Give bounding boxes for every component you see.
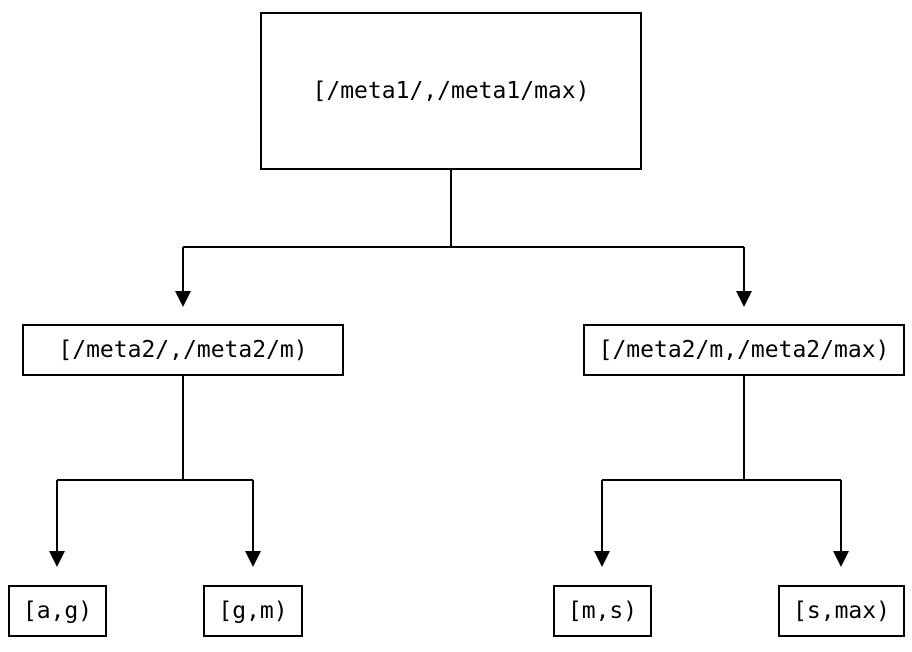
node-leaf-g-m: [g,m) (203, 585, 303, 637)
node-meta2-low: [/meta2/,/meta2/m) (22, 324, 344, 376)
arrowheads (49, 291, 849, 567)
node-leaf-m-s-label: [m,s) (567, 597, 638, 624)
node-root-label: [/meta1/,/meta1/max) (312, 77, 590, 104)
arrowhead-down-icon (736, 291, 752, 307)
arrowhead-down-icon (49, 551, 65, 567)
node-leaf-s-max-label: [s,max) (793, 597, 890, 624)
node-meta2-high-label: [/meta2/m,/meta2/max) (598, 336, 890, 363)
node-meta2-low-label: [/meta2/,/meta2/m) (58, 336, 308, 363)
arrowhead-down-icon (245, 551, 261, 567)
node-root: [/meta1/,/meta1/max) (260, 12, 642, 170)
edge-lines (56, 170, 842, 551)
arrowhead-down-icon (594, 551, 610, 567)
node-leaf-g-m-label: [g,m) (218, 597, 288, 624)
node-leaf-m-s: [m,s) (553, 585, 652, 637)
arrowhead-down-icon (833, 551, 849, 567)
node-meta2-high: [/meta2/m,/meta2/max) (583, 324, 905, 376)
node-leaf-a-g: [a,g) (8, 585, 107, 637)
node-leaf-s-max: [s,max) (778, 585, 905, 637)
node-leaf-a-g-label: [a,g) (22, 597, 93, 624)
arrowhead-down-icon (175, 291, 191, 307)
